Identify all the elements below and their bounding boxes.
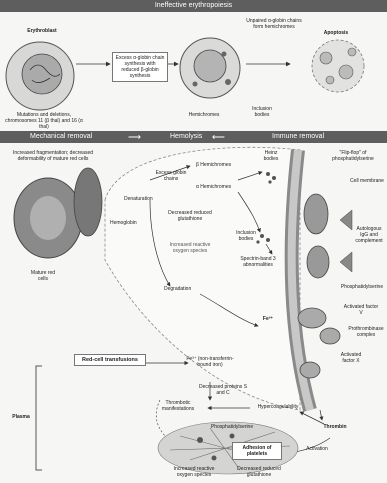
excess-alpha-box: Excess α-globin chain synthesis with red… <box>112 52 168 82</box>
inclusion-bodies-label: Inclusion bodies <box>232 230 260 242</box>
heinz-bodies-label: Heinz bodies <box>258 150 284 162</box>
hypercoag-label: Hypercoagulability <box>252 404 304 410</box>
ros-label: Increased reactive oxygen species <box>162 242 218 254</box>
thrombotic-label: Thrombotic manifestations <box>156 400 200 412</box>
hemoglobin-label: Hemoglobin <box>110 220 150 226</box>
erythroblast-label: Erythroblast <box>22 28 62 34</box>
adhesion-box: Adhesion of platelets <box>232 442 282 460</box>
cell-membrane-label: Cell membrane <box>350 178 384 184</box>
hemichrome-cell <box>180 38 240 98</box>
autologous-igg-label: Autologous IgG and complement <box>352 226 386 244</box>
unpaired-label: Unpaired α-globin chains form hemichrome… <box>244 18 304 30</box>
activation-label: Activation <box>300 446 334 452</box>
flip-flop-label: "Flip-flop" of phosphatidylserine <box>322 150 384 162</box>
plasma-label: Plasma <box>8 414 34 420</box>
factor-x-label: Activated factor X <box>334 352 368 364</box>
degradation-label: Degradation <box>164 286 204 292</box>
alpha-hemichromes-label: α Hemichromes <box>196 184 246 190</box>
excess-globin-label: Excess globin chains <box>152 170 190 182</box>
spectrin-label: Spectrin-band 3 abnormalities <box>234 256 282 268</box>
mutations-label: Mutations and deletions, chromosomes 11 … <box>4 112 84 130</box>
fragmentation-label: Increased fragmentation; decreased defor… <box>6 150 100 162</box>
phosphatidylserine-lower-label: Phosphatidylserine <box>206 424 258 430</box>
beta-hemichromes-label: β Hemichromes <box>196 162 246 168</box>
mature-cells-label: Mature red cells <box>28 270 58 282</box>
erythroblast-cell <box>6 42 74 110</box>
inclusion-top-label: Inclusion bodies <box>246 106 278 118</box>
transfusions-box: Red-cell transfusions <box>74 354 146 366</box>
decreased-glutathione-label: Decreased reduced glutathione <box>160 210 220 222</box>
fe3-label: Fe³⁺ <box>258 316 278 322</box>
thrombin-label: Thrombin <box>320 424 350 430</box>
denaturation-label: Denaturation <box>124 196 164 202</box>
hemichromes-top-label: Hemichromes <box>184 112 224 118</box>
fe3-free-label: Fe³⁺ (non-transferrin-bound iron) <box>184 356 236 368</box>
ros-lower-label: Increased reactive oxygen species <box>166 466 222 478</box>
decreased-proteins-label: Decreased proteins S and C <box>198 384 248 396</box>
apoptosis-label: Apoptosis <box>316 30 356 36</box>
phosphatidylserine-label: Phosphatidylserine <box>338 284 386 290</box>
factor-v-label: Activated factor V <box>342 304 380 316</box>
glutathione-lower-label: Decreased reduced glutathione <box>230 466 288 478</box>
prothrombinase-label: Prothrombinase complex <box>346 326 386 338</box>
mature-red-cells <box>14 168 102 258</box>
apoptotic-cell <box>312 40 364 92</box>
